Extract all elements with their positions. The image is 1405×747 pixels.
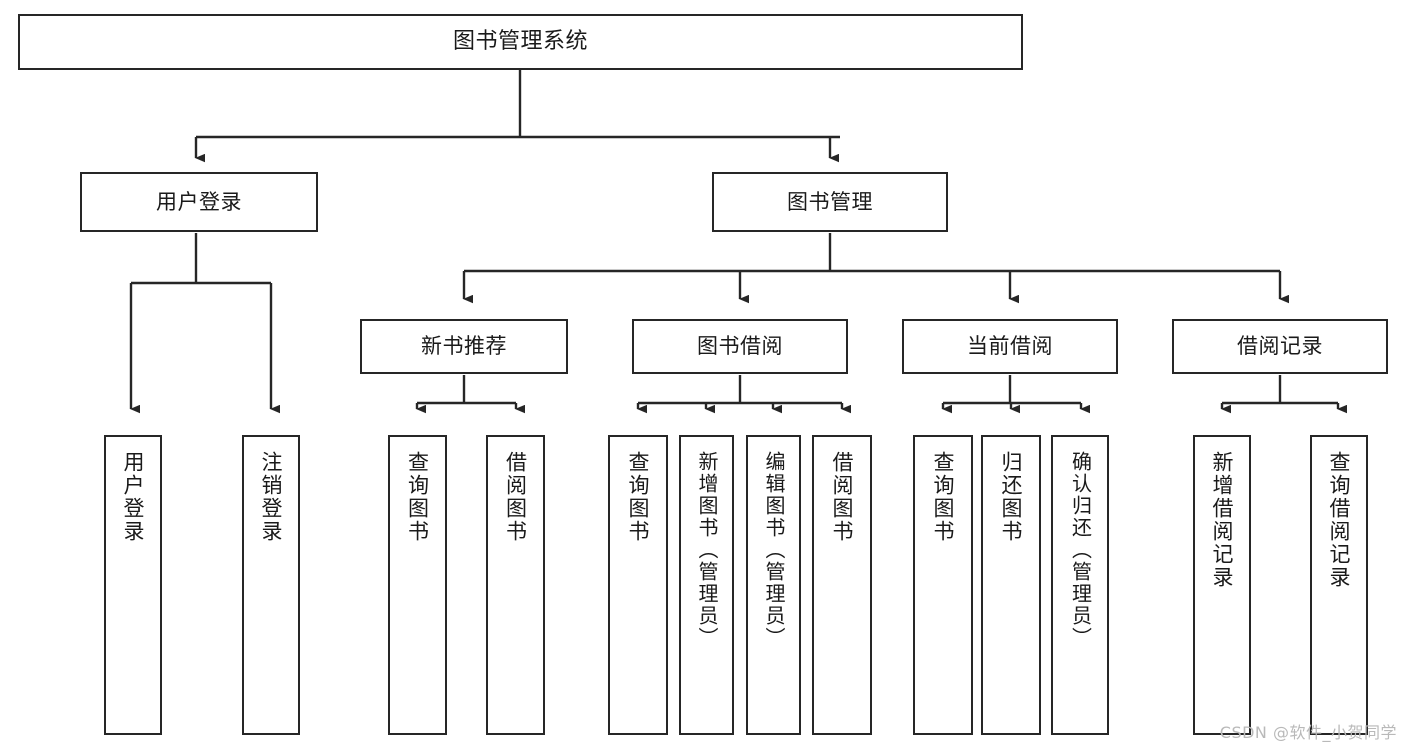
node-leaf-borrow-book-recommend-label: 借阅图书 [503, 451, 528, 543]
node-book-borrow[interactable]: 图书借阅 [632, 319, 848, 374]
node-book-borrow-label: 图书借阅 [697, 334, 783, 359]
node-user-login-label: 用户登录 [156, 189, 242, 214]
node-root[interactable]: 图书管理系统 [18, 14, 1023, 70]
node-leaf-add-book-admin[interactable]: 新增图书（管理员） [679, 435, 734, 735]
node-user-login[interactable]: 用户登录 [80, 172, 318, 232]
node-leaf-user-login[interactable]: 用户登录 [104, 435, 162, 735]
node-leaf-query-book-current-label: 查询图书 [931, 451, 956, 543]
node-leaf-borrow-book[interactable]: 借阅图书 [812, 435, 872, 735]
node-new-book-recommend[interactable]: 新书推荐 [360, 319, 568, 374]
node-leaf-confirm-return-admin[interactable]: 确认归还（管理员） [1051, 435, 1109, 735]
node-leaf-query-book-current[interactable]: 查询图书 [913, 435, 973, 735]
node-leaf-edit-book-admin[interactable]: 编辑图书（管理员） [746, 435, 801, 735]
node-leaf-logout-login[interactable]: 注销登录 [242, 435, 300, 735]
node-leaf-logout-login-label: 注销登录 [259, 451, 284, 543]
node-leaf-return-book[interactable]: 归还图书 [981, 435, 1041, 735]
node-leaf-add-borrow-record[interactable]: 新增借阅记录 [1193, 435, 1251, 735]
node-borrow-record-label: 借阅记录 [1237, 334, 1323, 359]
node-leaf-query-book-recommend-label: 查询图书 [405, 451, 430, 543]
node-leaf-borrow-book-label: 借阅图书 [830, 451, 855, 543]
node-leaf-query-book-borrow[interactable]: 查询图书 [608, 435, 668, 735]
node-root-label: 图书管理系统 [452, 28, 588, 54]
node-leaf-borrow-book-recommend[interactable]: 借阅图书 [486, 435, 545, 735]
node-borrow-record[interactable]: 借阅记录 [1172, 319, 1388, 374]
node-book-management-label: 图书管理 [787, 189, 873, 214]
node-leaf-edit-book-admin-label: 编辑图书（管理员） [762, 451, 786, 649]
node-leaf-user-login-label: 用户登录 [121, 451, 146, 543]
node-leaf-query-book-borrow-label: 查询图书 [626, 451, 651, 543]
node-leaf-add-borrow-record-label: 新增借阅记录 [1210, 451, 1235, 589]
node-current-borrow-label: 当前借阅 [967, 334, 1053, 359]
node-leaf-confirm-return-admin-label: 确认归还（管理员） [1068, 451, 1093, 649]
node-new-book-recommend-label: 新书推荐 [421, 334, 507, 359]
node-leaf-query-borrow-record[interactable]: 查询借阅记录 [1310, 435, 1368, 735]
node-leaf-query-borrow-record-label: 查询借阅记录 [1327, 451, 1352, 589]
node-current-borrow[interactable]: 当前借阅 [902, 319, 1118, 374]
csdn-watermark: CSDN @软件_小贺同学 [1219, 723, 1397, 742]
node-leaf-return-book-label: 归还图书 [999, 451, 1024, 543]
node-leaf-add-book-admin-label: 新增图书（管理员） [695, 451, 719, 649]
node-leaf-query-book-recommend[interactable]: 查询图书 [388, 435, 447, 735]
node-book-management[interactable]: 图书管理 [712, 172, 948, 232]
